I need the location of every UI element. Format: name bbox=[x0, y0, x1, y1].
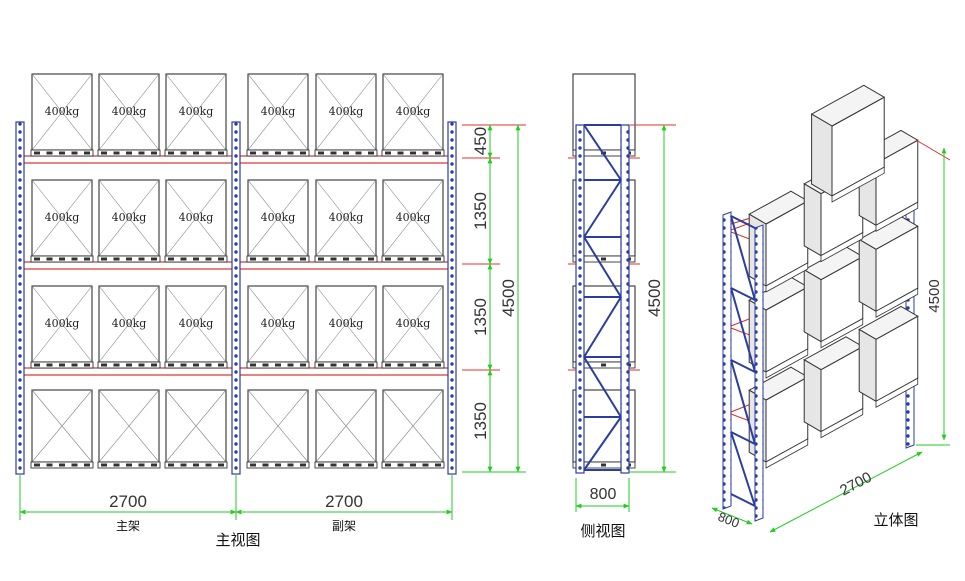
iso-horizontal-brace bbox=[730, 359, 756, 373]
iso-depth-label: 800 bbox=[716, 509, 742, 531]
iso-view: 4500 2700 800 立体图 bbox=[711, 84, 951, 533]
iso-diagonal-brace bbox=[730, 215, 756, 301]
front-view: 400kg 400kg 400kg 400kg 400kg 400kg 400kg 400kg… bbox=[15, 73, 526, 549]
front-load-box bbox=[30, 389, 94, 469]
iso-diagonal-brace bbox=[730, 431, 756, 507]
iso-horizontal-brace bbox=[730, 215, 756, 229]
side-diagonal-brace bbox=[583, 124, 622, 181]
front-load-box: 400kg bbox=[164, 179, 228, 263]
front-load-label: 400kg bbox=[45, 317, 80, 330]
front-load-label: 400kg bbox=[179, 317, 214, 330]
iso-horizontal-brace bbox=[730, 493, 756, 507]
iso-load-box bbox=[803, 246, 864, 349]
front-load-box: 400kg bbox=[97, 285, 161, 369]
front-load-label: 400kg bbox=[396, 317, 431, 330]
front-load-box: 400kg bbox=[30, 179, 94, 263]
front-load-label: 400kg bbox=[112, 211, 147, 224]
side-diagonal-brace bbox=[583, 356, 622, 418]
level-3-label: 1350 bbox=[471, 298, 490, 336]
front-load-label: 400kg bbox=[329, 317, 364, 330]
side-depth-label: 800 bbox=[590, 486, 617, 503]
front-load-label: 400kg bbox=[261, 105, 296, 118]
main-frame-label: 主架 bbox=[116, 519, 140, 533]
side-view: 4500 800 侧视图 bbox=[568, 73, 676, 540]
iso-boxes bbox=[748, 84, 919, 469]
iso-load-box bbox=[858, 215, 919, 318]
front-load-label: 400kg bbox=[112, 317, 147, 330]
front-load-box bbox=[246, 389, 310, 469]
front-load-label: 400kg bbox=[179, 211, 214, 224]
front-load-label: 400kg bbox=[45, 105, 80, 118]
iso-height-label: 4500 bbox=[926, 279, 943, 312]
front-total-height-label: 4500 bbox=[499, 279, 518, 317]
front-load-label: 400kg bbox=[112, 105, 147, 118]
front-load-box: 400kg bbox=[381, 179, 445, 263]
side-upright-left bbox=[575, 124, 585, 474]
front-load-box: 400kg bbox=[246, 179, 310, 263]
side-dimensions: 4500 800 bbox=[575, 124, 676, 512]
front-load-label: 400kg bbox=[396, 105, 431, 118]
front-uprights bbox=[15, 121, 457, 475]
front-load-label: 400kg bbox=[329, 105, 364, 118]
front-load-box: 400kg bbox=[381, 285, 445, 369]
front-upright-1 bbox=[15, 121, 25, 475]
side-diagonal-brace bbox=[583, 296, 622, 358]
front-load-box: 400kg bbox=[314, 179, 378, 263]
side-diagonal-brace bbox=[583, 179, 622, 238]
front-load-label: 400kg bbox=[45, 211, 80, 224]
side-diagonal-brace bbox=[583, 416, 622, 471]
front-load-box: 400kg bbox=[246, 285, 310, 369]
front-load-box: 400kg bbox=[314, 73, 378, 157]
front-boxes: 400kg 400kg 400kg 400kg 400kg 400kg 400kg 400kg… bbox=[30, 73, 445, 469]
aux-frame-label: 副架 bbox=[332, 519, 356, 533]
iso-upright-front-outer bbox=[722, 211, 732, 510]
iso-diagonal-brace bbox=[730, 359, 756, 445]
front-load-label: 400kg bbox=[329, 211, 364, 224]
level-2-label: 1350 bbox=[471, 192, 490, 230]
front-load-label: 400kg bbox=[261, 211, 296, 224]
iso-load-box bbox=[803, 336, 864, 439]
front-load-box: 400kg bbox=[97, 73, 161, 157]
front-load-box: 400kg bbox=[314, 285, 378, 369]
aux-width-label: 2700 bbox=[325, 492, 363, 511]
front-upright-3 bbox=[447, 121, 457, 475]
side-upright-right bbox=[620, 124, 630, 474]
main-width-label: 2700 bbox=[109, 492, 147, 511]
front-load-box bbox=[381, 389, 445, 469]
front-load-box bbox=[164, 389, 228, 469]
front-load-box: 400kg bbox=[381, 73, 445, 157]
iso-horizontal-brace bbox=[730, 287, 756, 301]
front-load-box: 400kg bbox=[164, 73, 228, 157]
iso-upright-front-inner bbox=[754, 224, 764, 522]
front-upright-2 bbox=[231, 121, 241, 475]
front-load-box: 400kg bbox=[30, 73, 94, 157]
iso-diagonal-brace bbox=[730, 287, 756, 373]
front-view-title: 主视图 bbox=[215, 531, 260, 549]
iso-horizontal-brace bbox=[730, 431, 756, 445]
front-load-label: 400kg bbox=[179, 105, 214, 118]
level-top-label: 450 bbox=[471, 127, 490, 155]
iso-view-title: 立体图 bbox=[873, 511, 918, 529]
level-4-label: 1350 bbox=[471, 402, 490, 440]
side-total-height-label: 4500 bbox=[645, 279, 664, 317]
front-load-label: 400kg bbox=[396, 211, 431, 224]
front-load-label: 400kg bbox=[261, 317, 296, 330]
iso-load-box bbox=[858, 305, 919, 408]
front-load-box: 400kg bbox=[246, 73, 310, 157]
side-view-title: 侧视图 bbox=[580, 522, 625, 540]
front-load-box bbox=[314, 389, 378, 469]
front-width-dimensions: 2700 2700 bbox=[19, 475, 453, 520]
iso-width-label: 2700 bbox=[837, 469, 874, 500]
side-bracing bbox=[568, 124, 640, 471]
front-load-box: 400kg bbox=[164, 285, 228, 369]
front-load-box: 400kg bbox=[30, 285, 94, 369]
front-load-box: 400kg bbox=[97, 179, 161, 263]
front-height-dimensions: 450 1350 1350 1350 4500 bbox=[462, 124, 526, 473]
iso-load-box-top bbox=[810, 84, 886, 203]
iso-bracing bbox=[730, 215, 756, 507]
side-diagonal-brace bbox=[583, 236, 622, 298]
front-load-box bbox=[97, 389, 161, 469]
